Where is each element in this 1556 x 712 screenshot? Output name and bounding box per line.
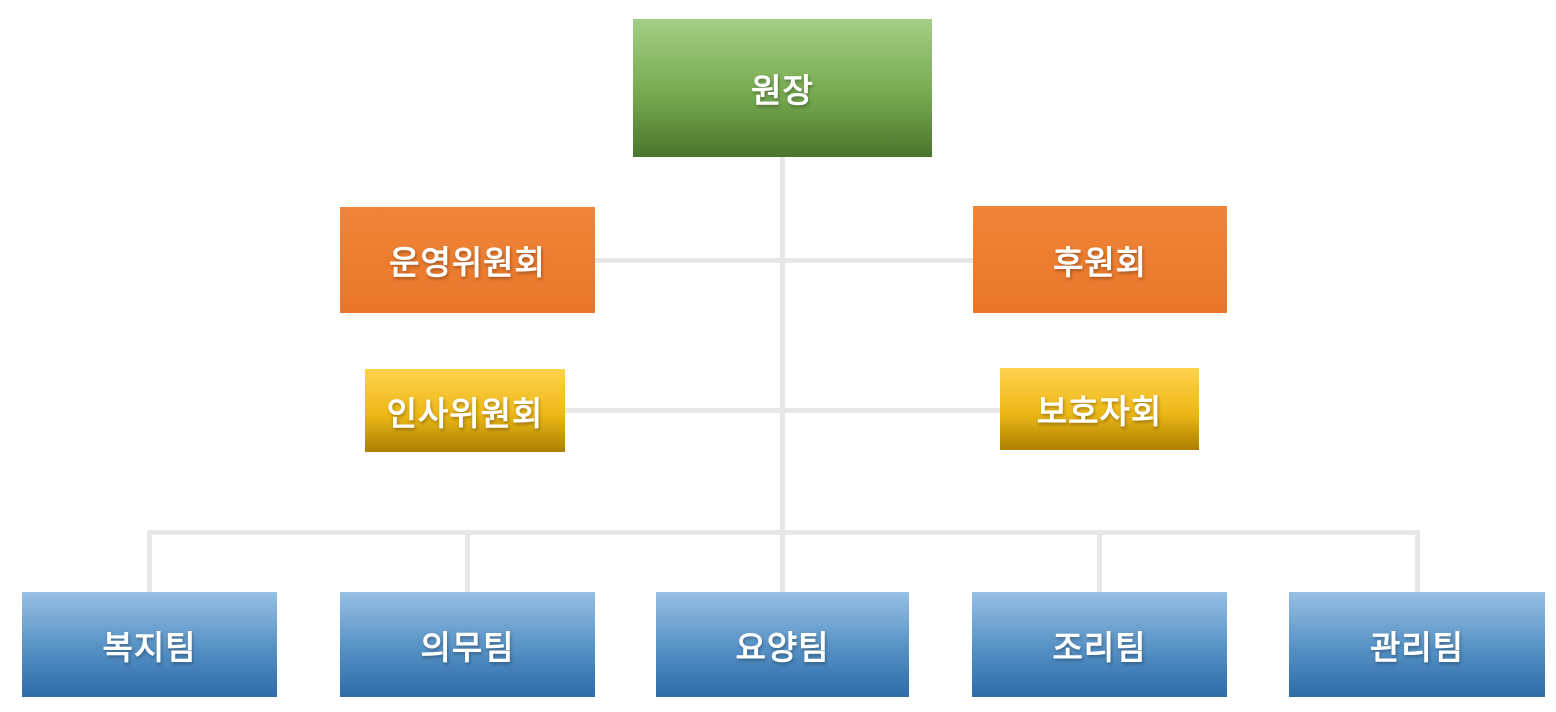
connector-drop-team-2 — [465, 530, 470, 593]
node-director: 원장 — [633, 19, 932, 157]
node-team-cooking: 조리팀 — [972, 592, 1227, 697]
node-team-cooking-label: 조리팀 — [1052, 628, 1147, 666]
node-team-care: 요양팀 — [656, 592, 909, 697]
connector-drop-team-5 — [1415, 530, 1420, 593]
node-personnel-committee-label: 인사위원회 — [386, 394, 544, 432]
node-supporters-association-label: 후원회 — [1052, 243, 1148, 281]
node-team-welfare: 복지팀 — [22, 592, 277, 697]
connector-main-vertical — [780, 157, 785, 594]
node-guardians-association-label: 보호자회 — [1036, 393, 1163, 430]
connector-teams-bus — [147, 530, 1420, 535]
node-team-management-label: 관리팀 — [1369, 628, 1465, 666]
connector-drop-team-1 — [147, 530, 152, 593]
node-team-management: 관리팀 — [1289, 592, 1545, 697]
node-team-medical: 의무팀 — [340, 592, 595, 697]
connector-level3-horizontal — [565, 408, 1000, 413]
connector-level2-horizontal — [595, 258, 973, 263]
connector-drop-team-4 — [1097, 530, 1102, 593]
node-team-care-label: 요양팀 — [735, 628, 830, 666]
node-team-medical-label: 의무팀 — [420, 628, 515, 666]
node-supporters-association: 후원회 — [973, 206, 1227, 313]
node-personnel-committee: 인사위원회 — [365, 369, 565, 452]
node-steering-committee-label: 운영위원회 — [389, 244, 546, 281]
node-director-label: 원장 — [751, 72, 814, 109]
node-guardians-association: 보호자회 — [1000, 368, 1199, 450]
node-steering-committee: 운영위원회 — [340, 207, 595, 313]
node-team-welfare-label: 복지팀 — [102, 628, 197, 666]
